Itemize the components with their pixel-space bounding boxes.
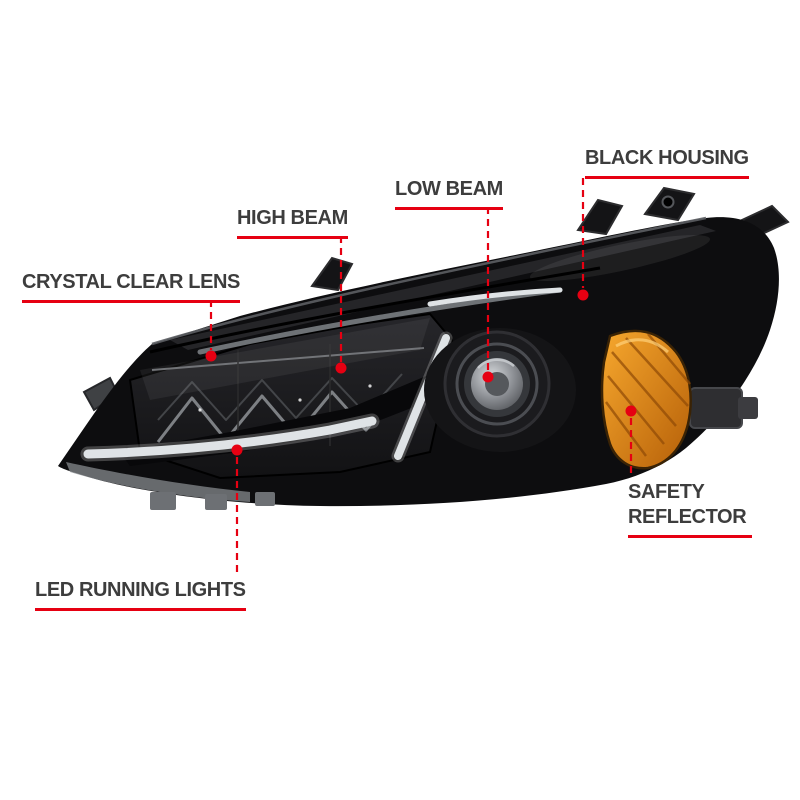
callout-label-high-beam: HIGH BEAM [237,206,348,239]
lower-mounting-clips [66,462,275,510]
lens-sheen [140,318,430,400]
screw-hole [661,195,675,209]
callout-label-crystal-clear-lens: CRYSTAL CLEAR LENS [22,270,240,303]
callout-label-led-running-lights: LED RUNNING LIGHTS [35,578,246,611]
low-beam-projector [424,328,576,452]
callout-label-black-housing: BLACK HOUSING [585,146,749,179]
trim-bar [120,368,452,466]
wiring-connector [689,387,758,429]
amber-safety-reflector [600,329,692,470]
callout-label-low-beam: LOW BEAM [395,177,503,210]
callout-label-safety-reflector: SAFETY REFLECTOR [628,480,752,538]
